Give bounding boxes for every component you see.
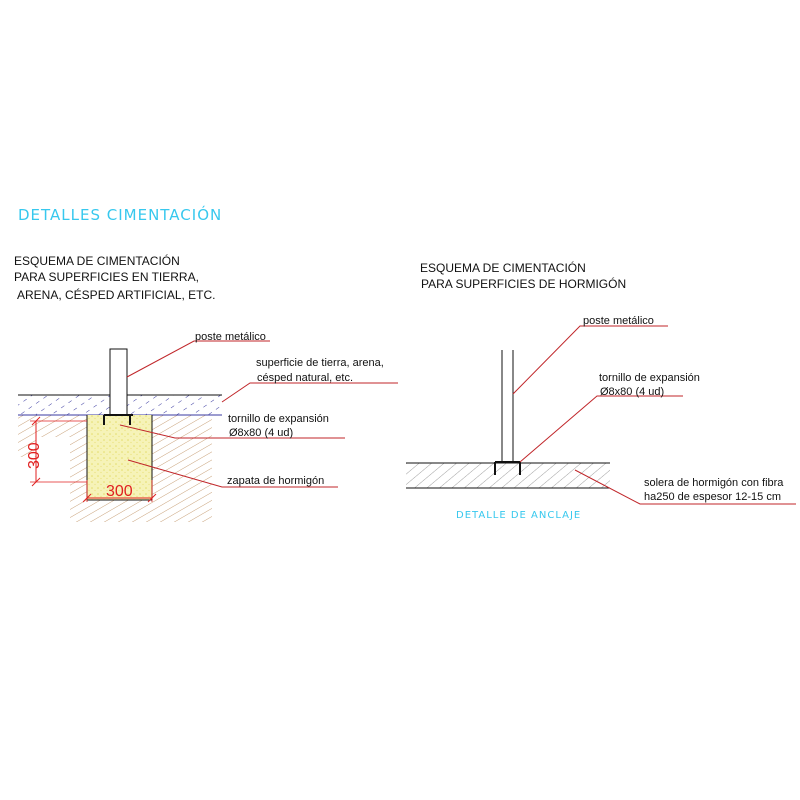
left-dimensions: 300 300: [26, 416, 157, 503]
soil-hatch: [18, 415, 212, 522]
right-schema-title: ESQUEMA DE CIMENTACIÓN PARA SUPERFICIES …: [420, 260, 626, 291]
right-bolt-label-line-2: Ø8x80 (4 ud): [600, 386, 664, 398]
left-leaders: [119, 340, 398, 488]
slab-label-line-2: ha250 de espesor 12-15 cm: [644, 491, 781, 503]
right-metal-post: [494, 350, 521, 475]
right-post-label: poste metálico: [583, 315, 654, 327]
left-post-label: poste metálico: [195, 331, 266, 343]
surface-label-line-2: césped natural, etc.: [257, 372, 353, 384]
anchor-detail-caption: DETALLE DE ANCLAJE: [456, 510, 581, 521]
left-metal-post: [103, 348, 133, 425]
concrete-slab: [406, 462, 610, 489]
left-bolt-label-line-2: Ø8x80 (4 ud): [229, 427, 293, 439]
right-bolt-label-line-1: tornillo de expansión: [599, 372, 700, 384]
left-bolt-label-line-1: tornillo de expansión: [228, 413, 329, 425]
page-title: DETALLES CIMENTACIÓN: [18, 205, 222, 224]
right-leaders: [512, 325, 796, 505]
concrete-footing: [86, 415, 153, 501]
left-title-line-1: ESQUEMA DE CIMENTACIÓN: [14, 253, 180, 268]
right-title-line-2: PARA SUPERFICIES DE HORMIGÓN: [421, 276, 626, 291]
right-title-line-1: ESQUEMA DE CIMENTACIÓN: [420, 260, 586, 275]
depth-dimension: 300: [26, 442, 43, 469]
surface-label-line-1: superficie de tierra, arena,: [256, 357, 384, 369]
left-schema-title: ESQUEMA DE CIMENTACIÓN PARA SUPERFICIES …: [14, 253, 216, 302]
left-title-line-3: ARENA, CÉSPED ARTIFICIAL, ETC.: [17, 287, 216, 302]
slab-label-line-1: solera de hormigón con fibra: [644, 477, 784, 489]
footing-label: zapata de hormigón: [227, 475, 324, 487]
left-title-line-2: PARA SUPERFICIES EN TIERRA,: [14, 270, 199, 284]
width-dimension: 300: [106, 483, 133, 500]
